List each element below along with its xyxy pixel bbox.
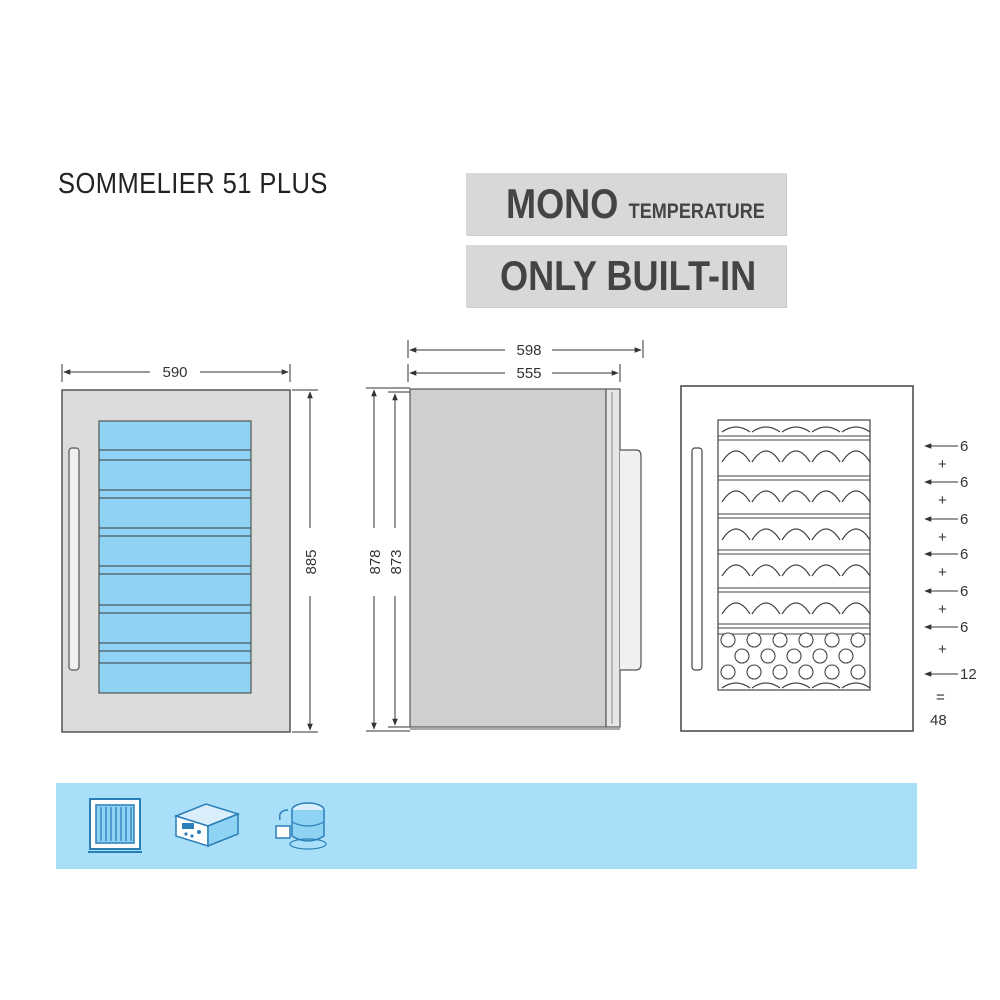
only-built-in-label: ONLY BUILT-IN xyxy=(500,252,757,299)
bottle-shape xyxy=(811,682,841,689)
bottle-end xyxy=(746,632,762,648)
glass-door xyxy=(98,420,252,694)
count-label: 6 xyxy=(960,511,968,528)
front-width-label: 590 xyxy=(162,364,187,381)
bottle-shape xyxy=(751,528,781,541)
side-view: 598 555 878 873 xyxy=(366,340,644,732)
side-body-width-label: 555 xyxy=(516,365,541,382)
bottle-end xyxy=(746,664,762,680)
bottle-end xyxy=(798,664,814,680)
cabinet-side xyxy=(409,388,607,728)
shelf-view: 6 +6 +6 +6 +6 +6 +12 = 48 xyxy=(680,385,977,732)
bottle-end xyxy=(850,664,866,680)
count-label: 6 xyxy=(960,619,968,636)
side-body-height-label: 873 xyxy=(388,549,405,574)
front-height-label: 885 xyxy=(303,549,320,574)
bottle-shape xyxy=(811,426,841,433)
bottle-shape xyxy=(781,490,811,503)
bottle-shape xyxy=(781,682,811,689)
front-view: 590 885 xyxy=(61,364,320,733)
bottle-end xyxy=(734,648,750,664)
bottle-shape xyxy=(811,490,841,503)
bottle-end xyxy=(720,664,736,680)
bottle-shape xyxy=(841,450,871,463)
bottle-end xyxy=(772,664,788,680)
bottle-shape xyxy=(781,564,811,577)
bottle-counts: 6 +6 +6 +6 +6 +6 +12 = 48 xyxy=(924,438,977,729)
bottle-shape xyxy=(811,564,841,577)
count-label: 6 xyxy=(960,546,968,563)
bottle-shape xyxy=(811,450,841,463)
bottle-shape xyxy=(841,564,871,577)
bottle-shape xyxy=(811,528,841,541)
bottle-shape xyxy=(721,528,751,541)
bottle-end xyxy=(786,648,802,664)
plus-label: + xyxy=(938,641,947,658)
bottle-shape xyxy=(841,682,871,689)
bottle-end xyxy=(824,664,840,680)
door-handle-outline xyxy=(691,447,703,671)
bottle-shape xyxy=(751,426,781,433)
bottle-shape xyxy=(721,682,751,689)
bottle-shape xyxy=(841,426,871,433)
bottle-shape xyxy=(721,564,751,577)
mono-temperature-tag: MONO TEMPERATURE xyxy=(466,173,786,235)
bottle-shape xyxy=(751,490,781,503)
total-label: 48 xyxy=(930,712,947,729)
plus-label: + xyxy=(938,564,947,581)
control-panel-icon xyxy=(173,803,241,848)
mono-label: MONO xyxy=(506,180,619,227)
side-total-height-label: 878 xyxy=(367,549,384,574)
plus-label: + xyxy=(938,601,947,618)
bottle-shape xyxy=(781,602,811,615)
bottle-shape xyxy=(721,490,751,503)
plus-label: + xyxy=(938,456,947,473)
bottle-shape xyxy=(811,602,841,615)
bottle-shape xyxy=(781,450,811,463)
plus-label: + xyxy=(938,492,947,509)
shelf-lines xyxy=(99,449,251,664)
count-label: 6 xyxy=(960,474,968,491)
count-label: 12 xyxy=(960,666,977,683)
bottle-shape xyxy=(841,602,871,615)
bottle-end xyxy=(760,648,776,664)
technical-drawing: 590 885 598 xyxy=(61,340,977,733)
bottle-end xyxy=(772,632,788,648)
temperature-label: TEMPERATURE xyxy=(628,200,765,223)
bottle-shape xyxy=(751,682,781,689)
bottle-end xyxy=(798,632,814,648)
only-built-in-tag: ONLY BUILT-IN xyxy=(466,245,786,307)
bottle-end xyxy=(812,648,828,664)
plus-label: + xyxy=(938,529,947,546)
side-total-width-label: 598 xyxy=(516,342,541,359)
bottle-shape xyxy=(751,450,781,463)
bottle-shape xyxy=(841,528,871,541)
door-handle-front xyxy=(68,447,80,671)
bottle-end xyxy=(720,632,736,648)
bottle-shape xyxy=(751,564,781,577)
bottle-shape xyxy=(841,490,871,503)
bottle-end xyxy=(838,648,854,664)
bottle-shape xyxy=(781,426,811,433)
compressor-icon xyxy=(275,802,327,850)
bottle-rows xyxy=(718,426,871,689)
door-handle-side xyxy=(620,449,642,671)
bottle-shape xyxy=(721,602,751,615)
bottle-shape xyxy=(721,426,751,433)
interior-outline xyxy=(717,419,871,691)
count-label: 6 xyxy=(960,438,968,455)
bottle-end xyxy=(850,632,866,648)
glass-door-icon xyxy=(88,798,142,853)
bottle-end xyxy=(824,632,840,648)
product-title: SOMMELIER 51 PLUS xyxy=(58,168,328,200)
count-label: 6 xyxy=(960,583,968,600)
bottle-shape xyxy=(781,528,811,541)
equals-label: = xyxy=(936,689,945,706)
door-profile xyxy=(605,388,621,728)
bottle-shape xyxy=(751,602,781,615)
bottle-shape xyxy=(721,450,751,463)
